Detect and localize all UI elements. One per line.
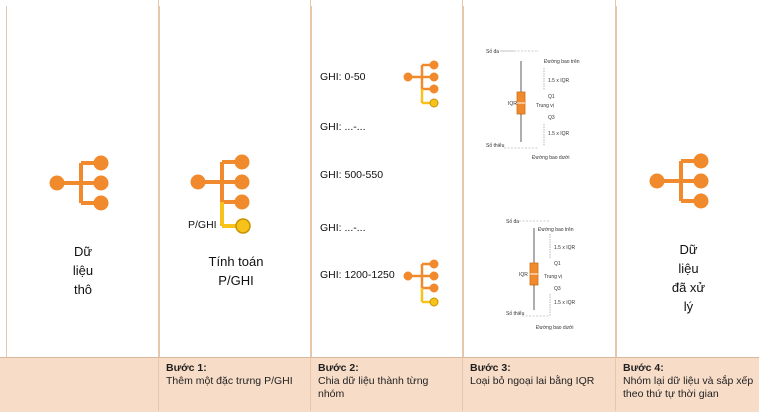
caption-3-step: Bước 3: [470, 362, 511, 374]
caption-4-step: Bước 4: [623, 362, 664, 374]
divider-2 [310, 0, 311, 411]
compute-label-line-1: Tính toán [208, 254, 264, 269]
iqr-diagram-bottom: Số đa Đường bao trên 1.5 x IQR Q1 IQR Tr… [506, 219, 576, 331]
iqr-top-q3: Q3 [548, 115, 555, 121]
iqr-bottom-iqr: IQR [519, 272, 528, 278]
iqr-bottom-upper-fence: Đường bao trên [538, 227, 574, 233]
iqr-top-max: Số đa [486, 49, 499, 55]
processed-label-line-1: Dữ [679, 242, 698, 257]
iqr-bottom-lower-fence: Đường bao dưới [536, 325, 573, 331]
caption-1: Bước 1: Thêm một đặc trưng P/GHI [166, 362, 304, 388]
processed-label-line-2: liệu [678, 261, 699, 276]
divider-1 [158, 0, 159, 411]
iqr-top-min: Số thiểu [486, 142, 505, 149]
raw-label-line-2: liệu [72, 263, 94, 278]
caption-3-desc: Loại bỏ ngoại lai bằng IQR [470, 375, 595, 387]
compute-label-line-2: P/GHI [218, 273, 254, 288]
raw-data-label: Dữ liệu thô [7, 242, 159, 299]
iqr-top-upper-fence: Đường bao trên [544, 59, 580, 65]
iqr-bottom-max: Số đa [506, 219, 519, 225]
compute-tree-icon [190, 154, 251, 234]
iqr-bottom-median: Trung vị [544, 274, 562, 280]
group-label-1: GHI: 0-50 [320, 71, 366, 83]
group-label-2: GHI: ...-... [320, 121, 366, 133]
panel-group-split: GHI: 0-50 GHI: ...-... GHI: 500-550 GHI:… [311, 6, 463, 357]
caption-1-desc: Thêm một đặc trưng P/GHI [166, 375, 293, 387]
raw-data-tree-icon [49, 155, 109, 211]
iqr-bottom-q1: Q1 [554, 261, 561, 267]
caption-2: Bước 2: Chia dữ liệu thành từng nhóm [318, 362, 456, 401]
iqr-diagram-top: Số đa Đường bao trên 1.5 x IQR Q1 IQR Tr… [486, 49, 580, 161]
raw-label-line-1: Dữ [73, 244, 93, 259]
caption-row: Bước 1: Thêm một đặc trưng P/GHI Bước 2:… [0, 357, 759, 412]
processed-label-line-4: lý [683, 299, 694, 314]
caption-2-desc: Chia dữ liệu thành từng nhóm [318, 375, 429, 400]
iqr-top-lower-fence: Đường bao dưới [532, 155, 569, 161]
caption-1-step: Bước 1: [166, 362, 207, 374]
iqr-top-q1: Q1 [548, 94, 555, 100]
panel-raw-data: Dữ liệu thô [6, 6, 158, 357]
processed-label: Dữ liệu đã xử lý [617, 240, 759, 316]
iqr-top-mult-upper: 1.5 x IQR [548, 78, 570, 84]
caption-3: Bước 3: Loại bỏ ngoại lai bằng IQR [470, 362, 612, 388]
iqr-bottom-mult-upper: 1.5 x IQR [554, 245, 576, 251]
caption-4-desc: Nhóm lại dữ liệu và sắp xếp theo thứ tự … [623, 375, 754, 400]
divider-4 [615, 0, 616, 411]
raw-label-line-3: thô [73, 282, 93, 297]
caption-4: Bước 4: Nhóm lại dữ liệu và sắp xếp theo… [623, 362, 755, 401]
divider-3 [462, 0, 463, 411]
compute-label: Tính toán P/GHI [160, 252, 312, 290]
group-label-5: GHI: 1200-1250 [320, 269, 395, 281]
iqr-bottom-min: Số thiểu [506, 310, 525, 317]
panel-compute-pghi: P/GHI Tính toán P/GHI [159, 6, 311, 357]
group-label-4: GHI: ...-... [320, 222, 366, 234]
pghi-tag: P/GHI [188, 219, 217, 231]
group-bottom-tree-icon [403, 259, 439, 307]
iqr-top-median: Trung vị [536, 103, 554, 109]
panel-processed-data: Dữ liệu đã xử lý [616, 6, 759, 357]
iqr-top-iqr: IQR [508, 101, 517, 107]
panels-row: Dữ liệu thô [6, 6, 759, 357]
processed-label-line-3: đã xử [671, 280, 706, 295]
iqr-bottom-q3: Q3 [554, 286, 561, 292]
processed-tree-icon [649, 153, 709, 209]
iqr-bottom-mult-lower: 1.5 x IQR [554, 300, 576, 306]
group-top-tree-icon [403, 60, 439, 108]
group-label-3: GHI: 500-550 [320, 169, 384, 181]
iqr-top-mult-lower: 1.5 x IQR [548, 131, 570, 137]
caption-2-step: Bước 2: [318, 362, 359, 374]
panel-iqr: Số đa Đường bao trên 1.5 x IQR Q1 IQR Tr… [463, 6, 615, 357]
